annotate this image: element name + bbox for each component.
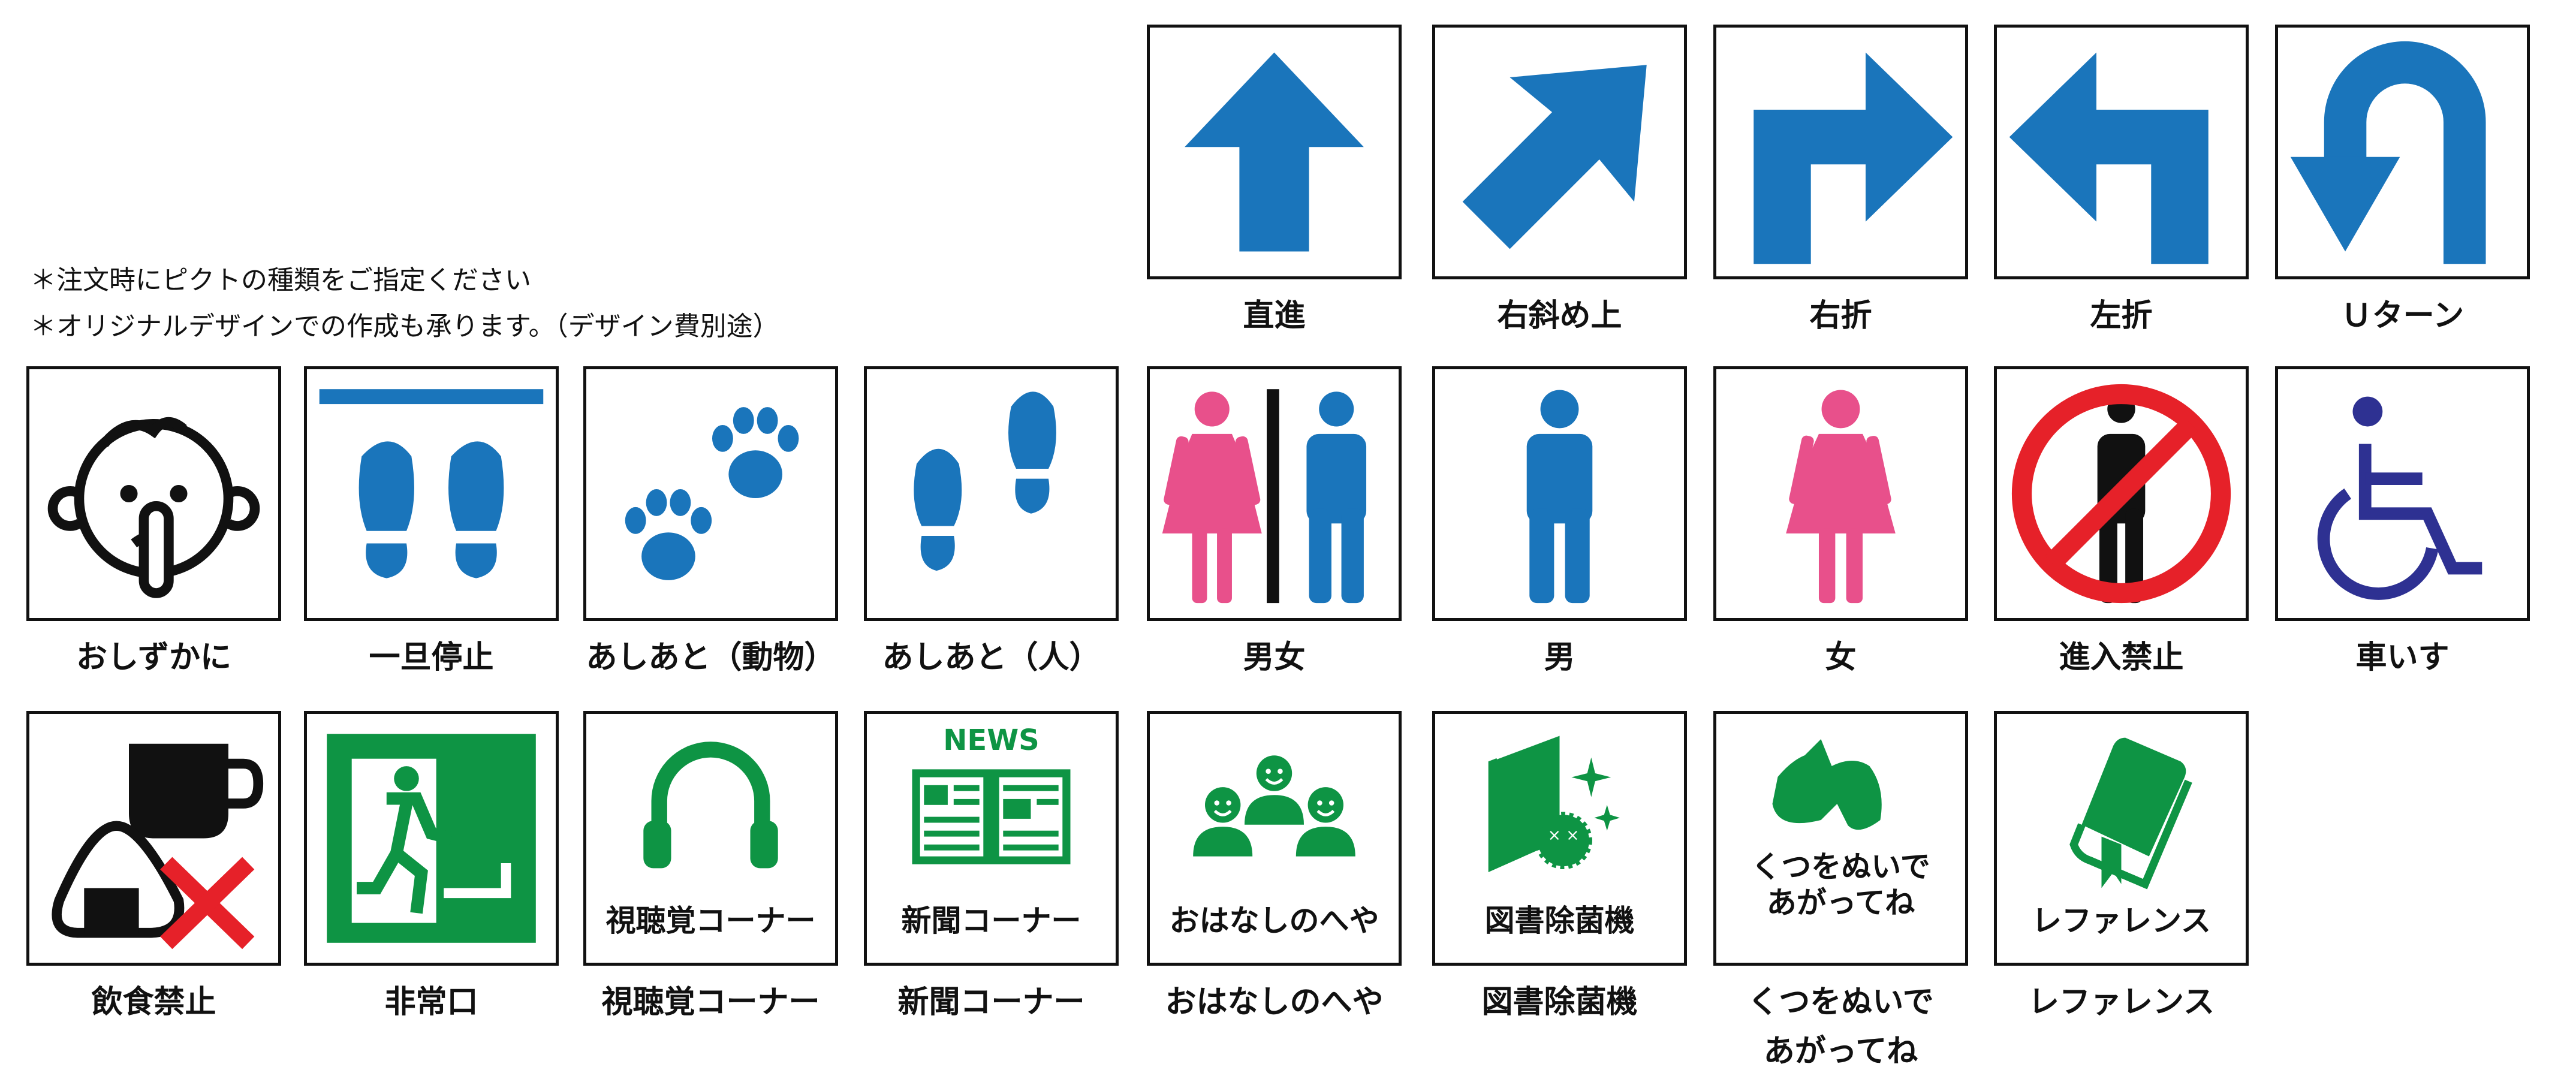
pictogram-item[interactable]: おはなしのへやおはなしのへや bbox=[1147, 711, 1402, 1027]
pictogram-item[interactable]: 男 bbox=[1432, 366, 1687, 682]
no-food-icon bbox=[52, 743, 264, 950]
sign-caption: 図書除菌機 bbox=[1484, 903, 1635, 938]
storytelling-icon bbox=[1193, 755, 1355, 857]
pictogram-sign bbox=[1713, 25, 1968, 279]
shush-face-icon bbox=[47, 417, 260, 598]
pictogram-sign bbox=[1713, 366, 1968, 621]
pictogram-sign: くつをぬいで あがってね bbox=[1713, 711, 1968, 966]
paw-prints-icon bbox=[625, 407, 799, 580]
pictogram-item[interactable]: あしあと（人） bbox=[864, 366, 1119, 682]
pictogram-item[interactable]: 男女 bbox=[1147, 366, 1402, 682]
pictogram-label: 進入禁止 bbox=[2059, 640, 2184, 676]
pictogram-sign bbox=[304, 711, 559, 966]
woman-icon bbox=[1786, 390, 1896, 604]
pictogram-item[interactable]: 視聴覚コーナー視聴覚コーナー bbox=[583, 711, 838, 1027]
pictogram-label: 飲食禁止 bbox=[91, 984, 216, 1020]
book-sanitizer-icon: × × bbox=[1488, 731, 1620, 872]
pictogram-sign: NEWS 新聞コーナー bbox=[864, 711, 1119, 966]
emergency-exit-icon bbox=[327, 734, 536, 943]
reference-book-icon bbox=[2069, 737, 2192, 890]
pictogram-label: 直進 bbox=[1243, 298, 1306, 334]
pictogram-label: 非常口 bbox=[384, 984, 478, 1020]
pictogram-sign bbox=[2275, 366, 2530, 621]
pictogram-sign bbox=[304, 366, 559, 621]
pictogram-item[interactable]: あしあと（動物） bbox=[583, 366, 838, 682]
pictogram-item[interactable]: 一旦停止 bbox=[304, 366, 559, 682]
pictogram-label: くつをぬいで あがってね bbox=[1748, 984, 1934, 1069]
pictogram-item[interactable]: NEWS 新聞コーナー新聞コーナー bbox=[864, 711, 1119, 1027]
arrow-turn-left-icon bbox=[2009, 52, 2209, 264]
pictogram-sign: × × 図書除菌機 bbox=[1432, 711, 1687, 966]
stop-footprints-icon bbox=[319, 389, 544, 578]
restroom-icon bbox=[1162, 389, 1367, 604]
pictogram-item[interactable]: 右斜め上 bbox=[1432, 25, 1687, 340]
pictogram-sign bbox=[1432, 25, 1687, 279]
pictogram-sign bbox=[26, 366, 281, 621]
pictogram-label: レファレンス bbox=[2028, 984, 2215, 1020]
arrow-up-icon bbox=[1185, 52, 1364, 252]
pictogram-item[interactable]: 直進 bbox=[1147, 25, 1402, 340]
pictogram-label: 車いす bbox=[2355, 640, 2450, 676]
pictogram-item[interactable]: 進入禁止 bbox=[1994, 366, 2249, 682]
sign-caption: 新聞コーナー bbox=[901, 903, 1081, 938]
pictogram-label: 男 bbox=[1544, 640, 1575, 676]
pictogram-label: 一旦停止 bbox=[369, 640, 494, 676]
pictogram-sign: おはなしのへや bbox=[1147, 711, 1402, 966]
headphones-icon bbox=[643, 742, 778, 869]
pictogram-item[interactable]: × ×図書除菌機図書除菌機 bbox=[1432, 711, 1687, 1027]
u-turn-icon bbox=[2290, 41, 2486, 264]
pictogram-item[interactable]: 非常口 bbox=[304, 711, 559, 1027]
news-badge: NEWS bbox=[943, 724, 1040, 757]
pictogram-sign: レファレンス bbox=[1994, 711, 2249, 966]
note-original-design: ＊オリジナルデザインでの作成も承ります。（デザイン費別途） bbox=[30, 311, 779, 342]
pictogram-label: おはなしのへや bbox=[1165, 984, 1384, 1020]
pictogram-item[interactable]: Ｕターン bbox=[2275, 25, 2530, 340]
pictogram-label: 右斜め上 bbox=[1497, 298, 1622, 334]
sign-caption: くつをぬいで あがってね bbox=[1751, 849, 1930, 920]
pictogram-sign bbox=[1147, 366, 1402, 621]
pictogram-label: あしあと（人） bbox=[882, 640, 1101, 676]
pictogram-item[interactable]: おしずかに bbox=[26, 366, 281, 682]
note-order-instruction: ＊注文時にピクトの種類をご指定ください bbox=[30, 265, 531, 296]
pictogram-sign bbox=[864, 366, 1119, 621]
footprints-icon bbox=[914, 391, 1056, 571]
pictogram-sign bbox=[2275, 25, 2530, 279]
pictogram-sign bbox=[1994, 25, 2249, 279]
pictogram-item[interactable]: 左折 bbox=[1994, 25, 2249, 340]
pictogram-sign: 視聴覚コーナー bbox=[583, 711, 838, 966]
pictogram-label: 左折 bbox=[2090, 298, 2153, 334]
newspaper-icon bbox=[912, 769, 1071, 864]
pictogram-label: あしあと（動物） bbox=[586, 640, 836, 676]
pictogram-item[interactable]: 飲食禁止 bbox=[26, 711, 281, 1027]
pictogram-label: おしずかに bbox=[76, 640, 231, 676]
shoe-icon bbox=[1772, 739, 1882, 830]
arrow-up-right-icon bbox=[1462, 65, 1647, 249]
pictogram-label: 新聞コーナー bbox=[897, 984, 1085, 1020]
pictogram-label: 視聴覚コーナー bbox=[601, 984, 820, 1020]
pictogram-sign bbox=[1994, 366, 2249, 621]
pictogram-item[interactable]: 右折 bbox=[1713, 25, 1968, 340]
pictogram-label: 図書除菌機 bbox=[1481, 984, 1638, 1020]
pictogram-item[interactable]: 女 bbox=[1713, 366, 1968, 682]
pictogram-item[interactable]: 車いす bbox=[2275, 366, 2530, 682]
no-entry-icon bbox=[2011, 384, 2231, 604]
pictogram-sign bbox=[26, 711, 281, 966]
pictogram-label: Ｕターン bbox=[2340, 298, 2464, 334]
wheelchair-icon bbox=[2317, 396, 2482, 600]
pictogram-item[interactable]: レファレンスレファレンス bbox=[1994, 711, 2249, 1027]
pictogram-sign bbox=[1432, 366, 1687, 621]
arrow-turn-right-icon bbox=[1754, 52, 1953, 264]
svg-text:× ×: × × bbox=[1548, 826, 1580, 845]
pictogram-label: 右折 bbox=[1809, 298, 1872, 334]
sign-caption: おはなしのへや bbox=[1169, 903, 1379, 938]
pictogram-label: 女 bbox=[1825, 640, 1857, 676]
pictogram-item[interactable]: くつをぬいで あがってねくつをぬいで あがってね bbox=[1713, 711, 1968, 1076]
sign-caption: レファレンス bbox=[2032, 903, 2211, 938]
pictogram-sign bbox=[583, 366, 838, 621]
pictogram-label: 男女 bbox=[1243, 640, 1306, 676]
pictogram-sign bbox=[1147, 25, 1402, 279]
man-icon bbox=[1526, 390, 1593, 604]
sign-caption: 視聴覚コーナー bbox=[605, 903, 816, 938]
